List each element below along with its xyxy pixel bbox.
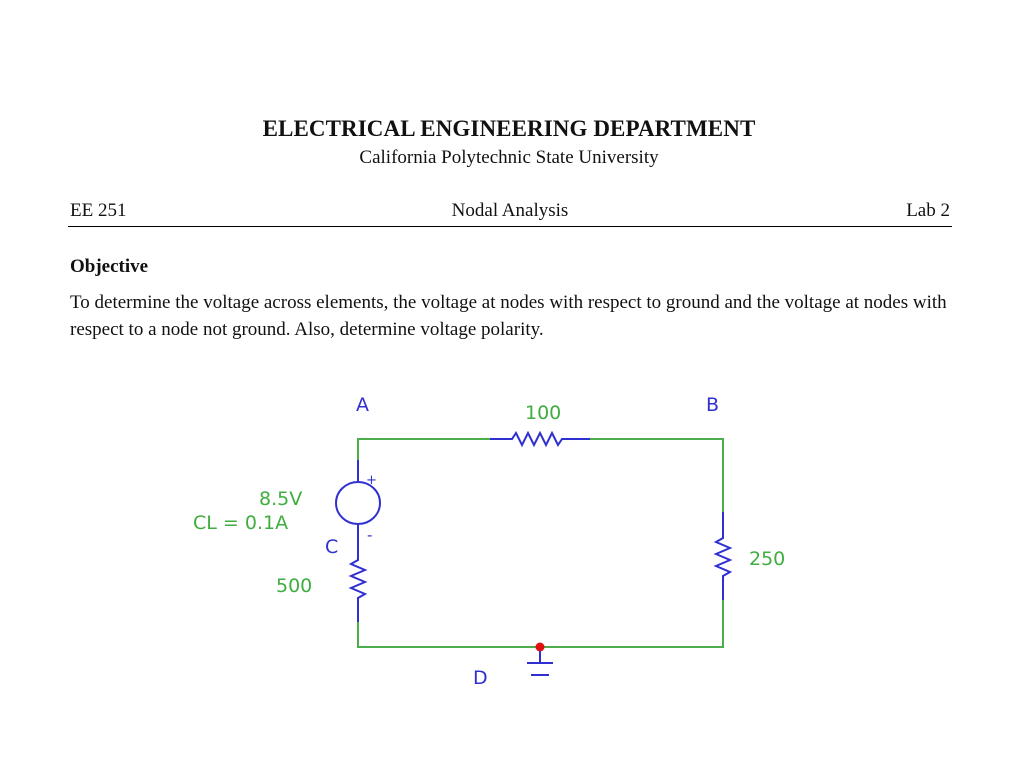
voltage-source [335, 460, 381, 548]
course-code: EE 251 [70, 200, 127, 221]
source-plus-sign: + [366, 473, 377, 488]
node-label-b: B [706, 394, 719, 416]
lab-topic: Nodal Analysis [451, 200, 569, 221]
ground-node-dot [535, 642, 545, 652]
objective-text: To determine the voltage across elements… [70, 292, 947, 340]
resistor-500-label: 500 [276, 575, 312, 597]
resistor-250-label: 250 [749, 548, 785, 570]
ground-symbol [527, 642, 553, 676]
resistor-100 [490, 430, 590, 448]
resistor-500 [348, 548, 368, 622]
node-label-d: D [473, 667, 488, 689]
objective-heading: Objective [70, 256, 149, 277]
node-label-c: C [325, 536, 338, 558]
circuit-wires [357, 438, 724, 648]
node-label-a: A [356, 394, 369, 416]
source-current-limit-label: CL = 0.1A [193, 512, 288, 534]
resistor-250 [713, 512, 733, 600]
lab-number: Lab 2 [906, 200, 950, 221]
department-title: ELECTRICAL ENGINEERING DEPARTMENT [262, 116, 756, 141]
source-voltage-label: 8.5V [259, 488, 302, 510]
source-minus-sign: - [367, 526, 372, 544]
resistor-100-label: 100 [525, 402, 561, 424]
university-name: California Polytechnic State University [359, 147, 659, 168]
wire-resistor-100-to-b [590, 438, 724, 512]
source-body [335, 481, 381, 525]
wire-a-to-resistor-100 [357, 438, 490, 460]
wire-resistor-250-to-d [357, 600, 724, 648]
course-header-row: EE 251 Nodal Analysis Lab 2 [68, 200, 952, 227]
